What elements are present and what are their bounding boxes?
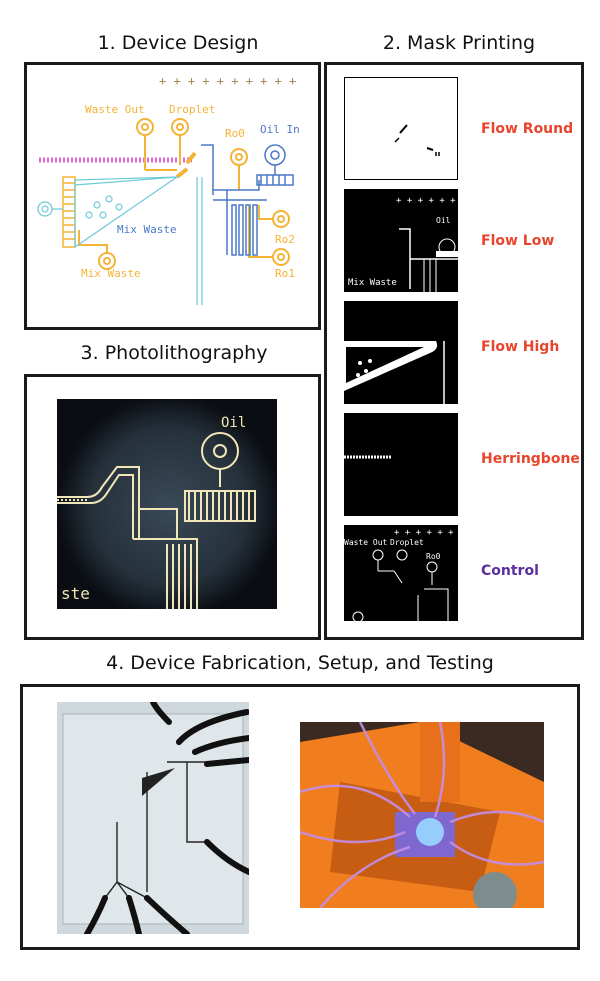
label-droplet: Droplet: [169, 103, 215, 116]
design-title: 1. Device Design: [97, 32, 259, 54]
label-ro2: Ro2: [275, 233, 295, 246]
setup-photo: [300, 722, 544, 908]
photolithography-panel: Oil ste: [24, 374, 321, 640]
mask-label-flow-high: Flow High: [481, 339, 560, 355]
mask-label-flow-round: Flow Round: [481, 121, 574, 137]
mask-thumb-flow-low: + + + + + + + + Oil Mix Waste: [344, 189, 458, 292]
label-ro0: Ro0: [225, 127, 245, 140]
svg-text:Droplet: Droplet: [390, 538, 424, 547]
svg-text:Oil: Oil: [436, 216, 451, 225]
mask-thumb-flow-round: [344, 77, 458, 180]
fab-title: 4. Device Fabrication, Setup, and Testin…: [106, 652, 494, 674]
photo-title: 3. Photolithography: [80, 342, 268, 364]
label-mix-waste-bottom: Mix Waste: [81, 267, 141, 280]
svg-text:Ro0: Ro0: [426, 552, 441, 561]
mask-thumb-flow-high: [344, 301, 458, 404]
microscope-image: Oil ste: [57, 399, 277, 609]
mask-label-flow-low: Flow Low: [481, 233, 555, 249]
label-mix-waste-center: Mix Waste: [117, 223, 177, 236]
svg-text:+ + + + + + + +: + + + + + + + +: [394, 528, 458, 538]
label-ro1: Ro1: [275, 267, 295, 280]
alignment-crosses: + + + + + + + + + +: [159, 74, 296, 88]
svg-text:+ + + + + + + +: + + + + + + + +: [396, 196, 458, 206]
chip-photo: [57, 702, 249, 934]
mask-thumb-herringbone: [344, 413, 458, 516]
fabrication-panel: [20, 684, 580, 950]
mask-thumb-control: + + + + + + + + Waste Out Droplet Ro0: [344, 525, 458, 621]
svg-text:Mix Waste: Mix Waste: [348, 278, 397, 288]
mask-printing-panel: Flow Round + + + + + + + + Oil Mix Waste…: [324, 62, 584, 640]
mask-title: 2. Mask Printing: [382, 32, 536, 54]
svg-text:Oil: Oil: [221, 415, 246, 431]
mask-label-control: Control: [481, 563, 539, 579]
device-design-panel: + + + + + + + + + + Waste Out Droplet Ro…: [24, 62, 321, 330]
svg-text:ste: ste: [61, 584, 90, 603]
svg-text:Waste Out: Waste Out: [344, 538, 388, 547]
label-waste-out: Waste Out: [85, 103, 145, 116]
label-oil-in: Oil In: [260, 123, 300, 136]
device-design-drawing: + + + + + + + + + + Waste Out Droplet Ro…: [37, 74, 300, 305]
mask-label-herringbone: Herringbone: [481, 451, 580, 467]
